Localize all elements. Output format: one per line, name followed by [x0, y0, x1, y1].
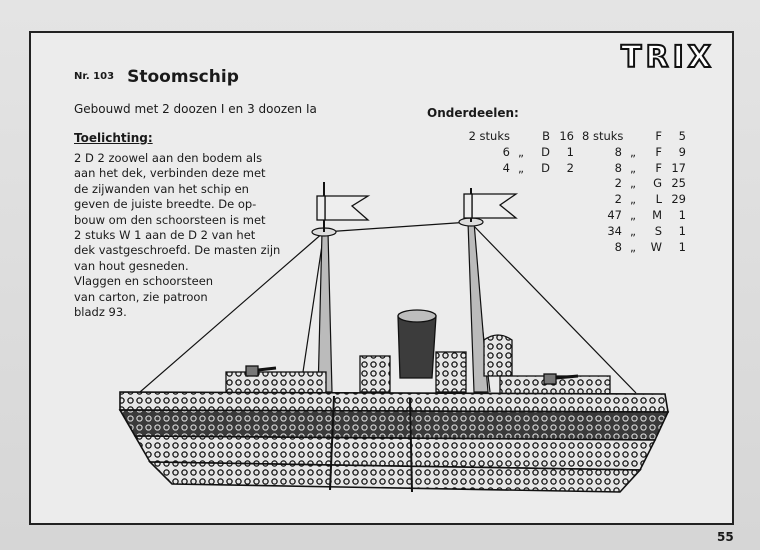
parts-row: 8 stuks F 5 [582, 129, 686, 145]
part-qty: 8 stuks [582, 129, 624, 143]
explanation-line: 2 stuks W 1 aan de D 2 van het [74, 228, 256, 243]
part-qty: 8 [614, 144, 622, 159]
part-code: F [655, 144, 662, 159]
part-qty: 4 [502, 160, 510, 175]
parts-row: 2 „ L 29 [582, 192, 686, 208]
part-qty: 47 [607, 207, 622, 222]
part-number: 17 [671, 160, 686, 175]
part-number: 2 [566, 160, 574, 175]
part-number: 29 [671, 192, 686, 207]
superstructure [225, 334, 611, 397]
parts-row: 8 „ F 9 [582, 145, 686, 161]
part-number: 1 [678, 207, 686, 222]
parts-row: 8 „ W 1 [582, 240, 686, 256]
part-number: 5 [678, 129, 686, 143]
part-code: M [652, 207, 662, 222]
part-code: F [655, 160, 662, 175]
part-number: 1 [678, 239, 686, 254]
parts-row: 34 „ S 1 [582, 224, 686, 240]
part-ditto: „ [630, 207, 636, 222]
part-ditto: „ [518, 144, 524, 159]
part-ditto: „ [630, 160, 636, 175]
part-code: S [654, 223, 662, 238]
part-code: F [655, 129, 662, 143]
part-qty: 2 [614, 192, 622, 207]
explanation-line: geven de juiste breedte. De op- [74, 197, 257, 212]
part-code: G [653, 176, 662, 191]
part-qty: 2 stuks [468, 129, 510, 143]
explanation-line: 2 D 2 zoowel aan den bodem als [74, 151, 263, 165]
explanation-line: aan het dek, verbinden deze met [74, 166, 266, 181]
parts-row: 2 stuks B 16 [458, 129, 574, 145]
build-requirements: Gebouwd met 2 doozen I en 3 doozen Ia [74, 102, 317, 116]
explanation-line: de zijwanden van het schip en [74, 181, 249, 196]
part-qty: 8 [614, 239, 622, 254]
part-code: B [542, 129, 550, 143]
parts-list-left: 2 stuks B 16 6 „ D 1 4 „ D 2 [458, 129, 574, 176]
parts-row: 2 „ G 25 [582, 176, 686, 192]
part-code: D [541, 160, 550, 175]
explanation-line: dek vastgeschroefd. De masten zijn [74, 243, 281, 258]
part-ditto: „ [630, 239, 636, 254]
brand-logo: TRIX [620, 39, 715, 76]
part-number: 1 [678, 223, 686, 238]
part-number: 25 [671, 176, 686, 191]
part-ditto: „ [630, 223, 636, 238]
part-qty: 2 [614, 176, 622, 191]
model-title: Nr. 103 Stoomschip [74, 66, 239, 87]
model-number: Nr. 103 [74, 71, 115, 82]
parts-row: 47 „ M 1 [582, 208, 686, 224]
part-ditto: „ [630, 192, 636, 207]
part-number: 9 [678, 144, 686, 159]
funnel [397, 309, 437, 379]
part-qty: 6 [502, 144, 510, 159]
part-ditto: „ [518, 160, 524, 175]
parts-row: 6 „ D 1 [458, 145, 574, 161]
explanation-heading: Toelichting: [74, 131, 153, 145]
explanation-line: van carton, zie patroon [74, 289, 208, 304]
part-qty: 34 [607, 223, 622, 238]
part-ditto: „ [630, 176, 636, 191]
deck-guns [245, 365, 579, 385]
parts-row: 4 „ D 2 [458, 161, 574, 177]
model-name: Stoomschip [127, 66, 239, 87]
explanation-line: bladz 93. [74, 305, 127, 320]
hull [118, 391, 670, 493]
page-number: 55 [717, 530, 734, 544]
explanation-line: bouw om den schoorsteen is met [74, 212, 266, 227]
part-code: D [541, 144, 550, 159]
explanation-line: Vlaggen en schoorsteen [74, 274, 214, 289]
part-qty: 8 [614, 160, 622, 175]
part-code: L [655, 192, 662, 207]
part-number: 16 [559, 129, 574, 143]
part-number: 1 [566, 144, 574, 159]
parts-heading: Onderdeelen: [427, 106, 519, 120]
explanation-text: 2 D 2 zoowel aan den bodem als aan het d… [74, 151, 281, 320]
part-ditto: „ [630, 144, 636, 159]
flags [316, 193, 519, 221]
part-code: W [650, 239, 662, 254]
explanation-line: van hout gesneden. [74, 258, 189, 273]
parts-row: 8 „ F 17 [582, 161, 686, 177]
